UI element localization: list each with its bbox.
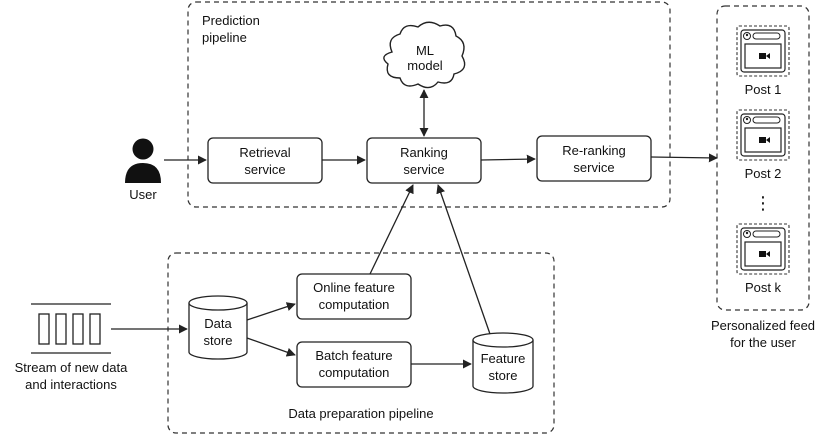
reranking-service-label: Re-ranking: [562, 143, 626, 158]
feed-ellipsis: ⋮: [754, 193, 772, 213]
user-label: User: [129, 187, 157, 202]
post-card: [736, 223, 790, 275]
feed-caption: Personalized feed: [711, 318, 815, 333]
arrow-data-store-to-batch: [246, 337, 296, 357]
post-card: [736, 25, 790, 77]
ml-model-label-2: model: [407, 58, 443, 73]
arrow-reranking-to-feed: [650, 153, 718, 163]
arrow-data-store-to-online: [246, 302, 296, 321]
ml-model-cloud: [383, 21, 466, 89]
data-store-cylinder: [188, 295, 248, 360]
ranking-service-label-2: service: [403, 162, 444, 177]
batch-feature-computation-label-2: computation: [319, 365, 390, 380]
ranking-service-box: [366, 137, 482, 184]
arrow-ranking-to-reranking: [480, 154, 536, 164]
prediction-pipeline-label: Prediction: [202, 13, 260, 28]
reranking-service-label-2: service: [573, 160, 614, 175]
avatar-icon: [743, 230, 751, 238]
data-store-label: Data: [204, 316, 232, 331]
online-feature-computation-label-2: computation: [319, 297, 390, 312]
post-card: [736, 109, 790, 161]
retrieval-service-label: Retrieval: [239, 145, 290, 160]
arrow-feature-store-to-ranking: [436, 184, 491, 335]
ranking-service-label: Ranking: [400, 145, 448, 160]
data-preparation-pipeline-label: Data preparation pipeline: [288, 406, 433, 421]
data-preparation-pipeline-container: [167, 252, 555, 434]
video-camera-icon: [759, 53, 770, 59]
avatar-icon: [743, 32, 751, 40]
avatar-icon: [743, 116, 751, 124]
data-store-label-2: store: [204, 333, 233, 348]
stream-label-2: and interactions: [25, 377, 117, 392]
batch-feature-computation-label: Batch feature: [315, 348, 392, 363]
ml-model-label: ML: [416, 43, 434, 58]
feed-caption-2: for the user: [730, 335, 796, 350]
user-icon: [125, 138, 161, 183]
arrow-online-feature-to-ranking: [369, 184, 414, 275]
feature-store-label: Feature: [481, 351, 526, 366]
reranking-service-box: [536, 135, 652, 182]
online-feature-computation-label: Online feature: [313, 280, 395, 295]
online-feature-computation-box: [296, 273, 412, 320]
video-camera-icon: [759, 251, 770, 257]
feature-store-label-2: store: [489, 368, 518, 383]
video-camera-icon: [759, 137, 770, 143]
prediction-pipeline-label-2: pipeline: [202, 30, 247, 45]
stream-label: Stream of new data: [15, 360, 128, 375]
feature-store-cylinder: [472, 332, 534, 394]
retrieval-service-label-2: service: [244, 162, 285, 177]
post-label: Post 1: [745, 82, 782, 97]
stream-icon: [31, 303, 111, 354]
connector-arrows: [111, 89, 718, 369]
prediction-pipeline-container: [187, 1, 671, 208]
post-label: Post k: [745, 280, 782, 295]
post-label: Post 2: [745, 166, 782, 181]
